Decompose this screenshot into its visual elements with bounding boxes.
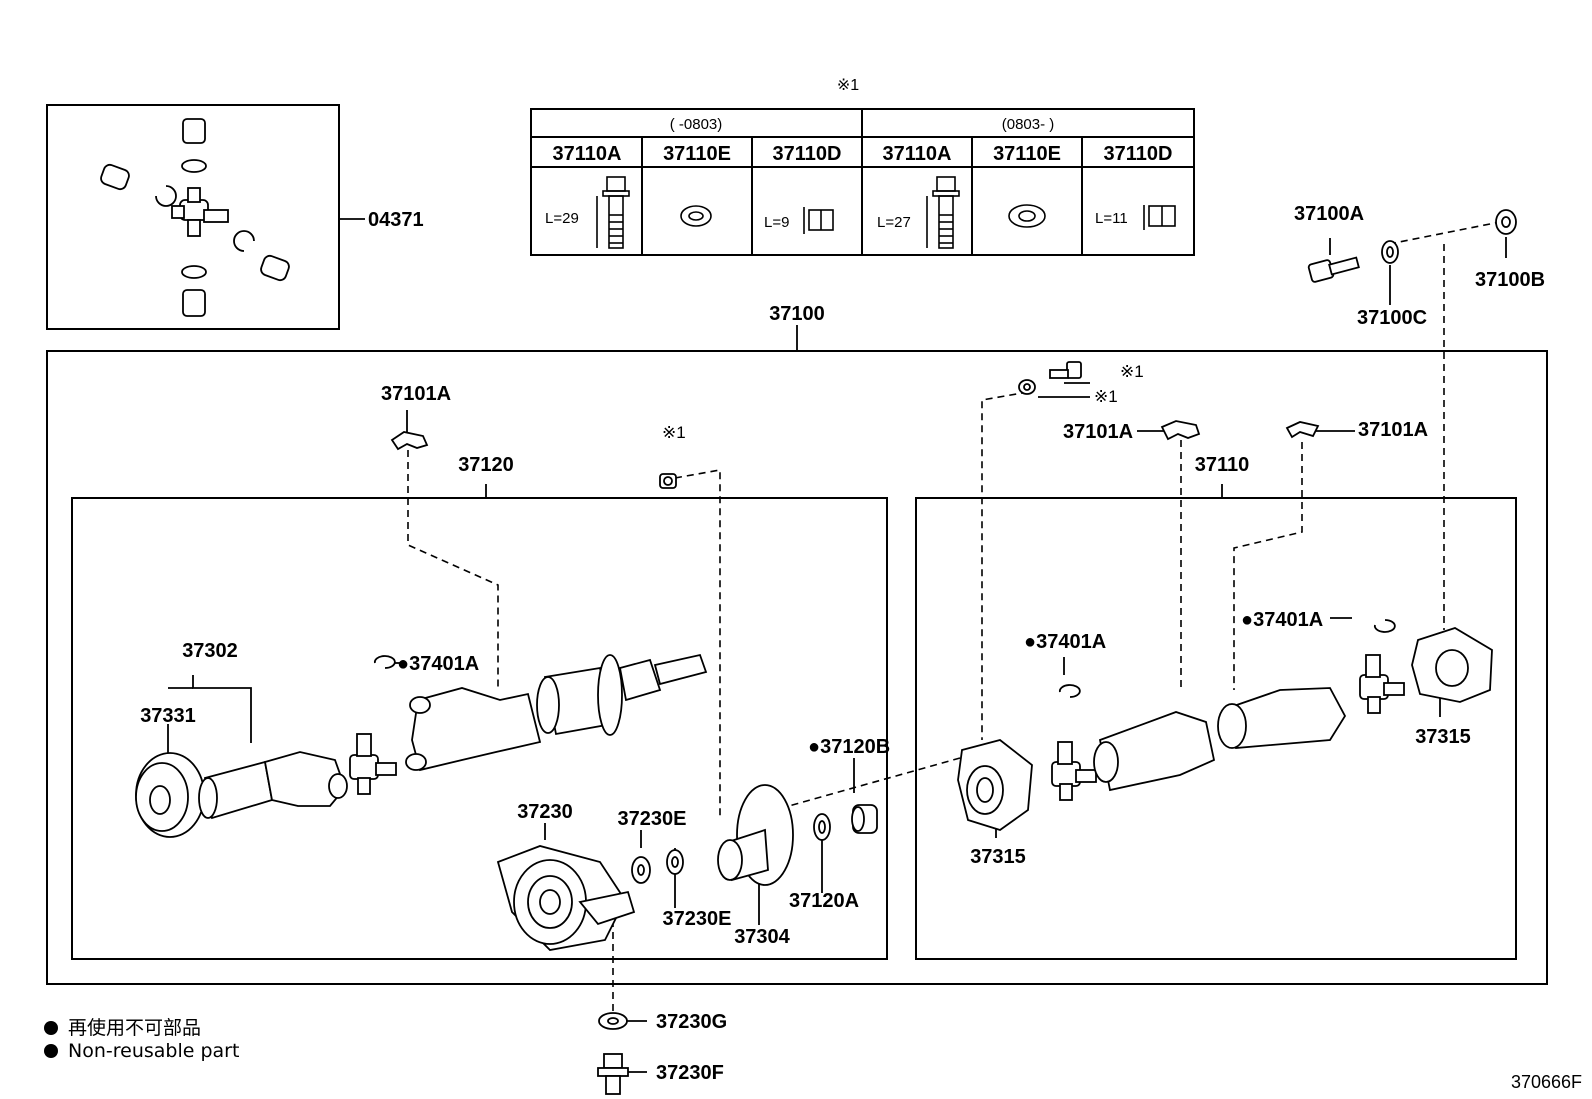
table-header: 37110A: [883, 143, 952, 165]
part-label: 37120A: [789, 890, 859, 912]
washer-icon: [666, 849, 684, 875]
part-label: 37230E: [663, 908, 732, 930]
snap-ring-icon: [1374, 619, 1396, 633]
table-header: 37110D: [773, 143, 842, 165]
part-label: 37315: [970, 846, 1026, 868]
footnote-mark: ※1: [662, 423, 686, 442]
table-footnote-mark: ※1: [837, 77, 859, 94]
universal-joint-kit-box: [46, 104, 340, 330]
flange-bolt-icon: [596, 176, 630, 249]
part-label: 04371: [368, 209, 424, 231]
part-label-nonreusable: ●37401A: [1241, 609, 1323, 631]
thick-washer-icon: [1143, 205, 1176, 230]
washer-icon: [813, 813, 831, 841]
legend-line-jp: 再使用不可部品: [44, 1013, 201, 1040]
slip-yoke-icon: [198, 751, 348, 820]
legend-text: Non-reusable part: [68, 1040, 240, 1062]
bearing-icon: [135, 752, 205, 838]
part-label: 37100: [769, 303, 825, 325]
flange-bolt-icon: [597, 1053, 629, 1095]
part-label: 37120: [458, 454, 514, 476]
universal-joint-spider-icon: [1359, 654, 1405, 714]
table-header: 37110E: [993, 143, 1061, 165]
nut-icon: [659, 473, 677, 489]
bullet-icon: [44, 1021, 58, 1035]
part-label: 37100B: [1475, 269, 1545, 291]
part-label: 37101A: [381, 383, 451, 405]
part-label: 37230G: [656, 1011, 727, 1033]
plain-washer-icon: [1008, 204, 1046, 228]
table-group-early: ( -0803): [670, 116, 723, 133]
part-label: 37230E: [618, 808, 687, 830]
legend-text: 再使用不可部品: [68, 1017, 202, 1039]
flange-yoke-icon: [1411, 627, 1493, 703]
washer-icon: [1018, 379, 1036, 395]
washer-icon: [1381, 240, 1399, 264]
sub-assembly-box-37120: [71, 497, 888, 960]
figure-code: 370666F: [1510, 1072, 1582, 1092]
bullet-icon: [44, 1044, 58, 1058]
washer-icon: [598, 1012, 628, 1030]
footnote-mark: ※1: [1094, 387, 1118, 406]
thick-washer-icon: [803, 207, 834, 234]
propeller-shaft-tube-icon: [1093, 687, 1347, 792]
sub-assembly-box-37110: [915, 497, 1517, 960]
table-header: 37110A: [553, 143, 622, 165]
bolt-icon: [1049, 361, 1082, 379]
table-group-late: (0803- ): [1002, 116, 1055, 133]
universal-joint-kit-icon: [100, 118, 290, 317]
washer-thickness-label: L=11: [1095, 210, 1128, 227]
part-label: 37101A: [1358, 419, 1428, 441]
bolt-length-label: L=29: [545, 210, 579, 227]
nut-icon: [851, 804, 878, 834]
washer-icon: [631, 856, 651, 884]
bolt-length-label: L=27: [877, 214, 911, 231]
part-label: 37110: [1195, 454, 1250, 476]
center-bearing-icon: [496, 845, 636, 951]
universal-joint-spider-icon: [1051, 741, 1097, 801]
footnote-mark: ※1: [1120, 362, 1144, 381]
flange-yoke-icon: [957, 739, 1033, 831]
part-label: 37100C: [1357, 307, 1427, 329]
yoke-tube-icon: [405, 653, 708, 772]
part-label: 37100A: [1294, 203, 1364, 225]
nut-icon: [1495, 209, 1517, 235]
part-label: 37331: [140, 705, 196, 727]
part-label: 37230: [517, 801, 573, 823]
part-label: 37230F: [656, 1062, 724, 1084]
companion-flange-icon: [717, 784, 794, 886]
snap-ring-icon: [1059, 684, 1081, 698]
universal-joint-spider-icon: [349, 733, 397, 795]
washer-thickness-label: L=9: [764, 214, 789, 231]
clip-icon: [390, 431, 429, 451]
part-label-nonreusable: ●37120B: [808, 736, 890, 758]
part-label-nonreusable: ●37401A: [397, 653, 479, 675]
spring-washer-icon: [680, 205, 712, 227]
part-label-nonreusable: ●37401A: [1024, 631, 1106, 653]
legend-line-en: Non-reusable part: [44, 1040, 239, 1062]
snap-ring-icon: [374, 655, 396, 669]
table-header: 37110D: [1104, 143, 1173, 165]
part-label: 37302: [182, 640, 238, 662]
part-label: 37315: [1415, 726, 1471, 748]
table-header: 37110E: [663, 143, 731, 165]
part-label: 37304: [734, 926, 790, 948]
part-label: 37101A: [1063, 421, 1133, 443]
flange-bolt-icon: [926, 176, 960, 249]
flange-bolt-icon: [1307, 256, 1360, 283]
clip-icon: [1160, 420, 1201, 441]
clip-icon: [1285, 421, 1320, 439]
